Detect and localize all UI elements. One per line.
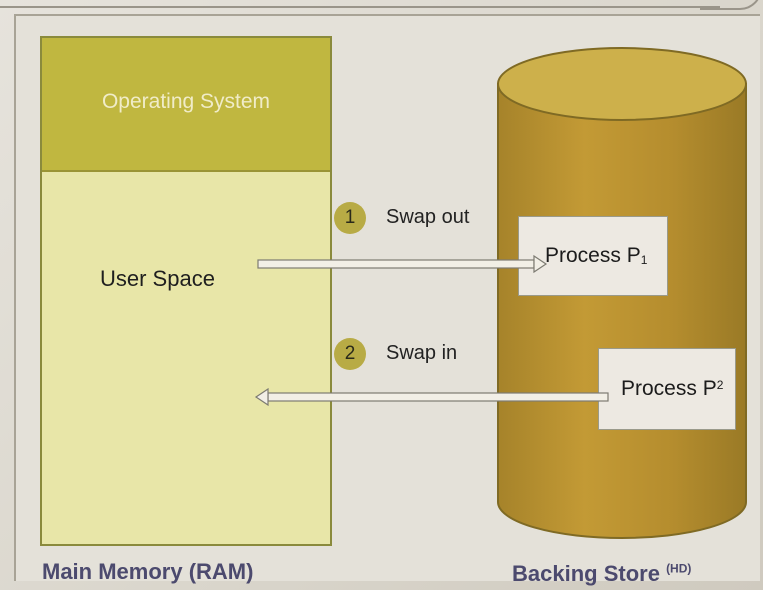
operating-system-region: Operating System [42,38,330,172]
step-2-badge: 2 [334,338,366,370]
process-p2-label: Process P [621,377,717,400]
main-memory-block: Operating System User Space [40,36,332,546]
process-p1-subscript: 1 [640,253,648,267]
top-rule [0,6,720,8]
user-space-label: User Space [100,266,215,291]
operating-system-label: Operating System [101,89,271,113]
swap-in-label: Swap in [386,342,458,364]
process-p1-label: Process P [545,244,641,267]
process-p2-subscript: 2 [716,378,724,392]
swap-in-arrow [254,387,609,407]
step-1-number: 1 [344,207,356,228]
backing-store-caption-suffix: (HD) [666,561,692,576]
swap-out-arrow [257,254,548,274]
swap-out-label: Swap out [386,206,470,228]
step-1-badge: 1 [334,202,366,234]
step-2-number: 2 [344,343,356,364]
backing-store-caption: Backing Store (HD) [512,561,691,587]
main-memory-caption: Main Memory (RAM) [42,559,254,584]
backing-store-caption-text: Backing Store [512,561,660,586]
